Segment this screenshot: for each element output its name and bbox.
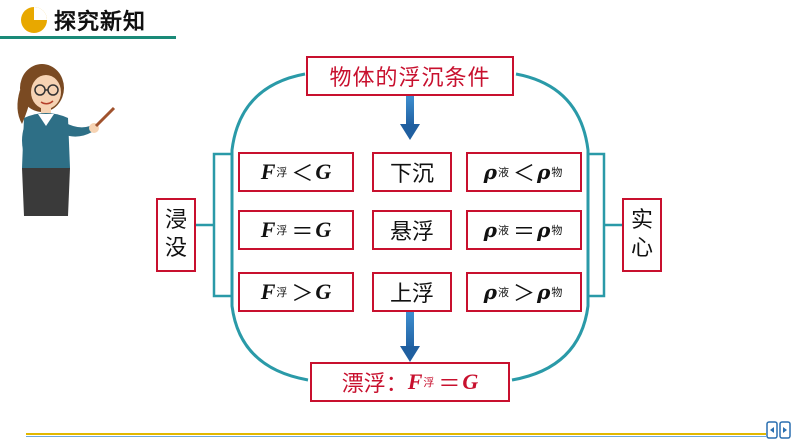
right-label-box: 实 心 [622,198,662,272]
right-curve [511,72,590,382]
footer-line [26,433,766,435]
left-label-box: 浸 没 [156,198,196,272]
right-label-char-1: 实 [630,208,653,233]
left-label-char-1: 浸 [164,208,187,233]
slide-nav-icon[interactable] [766,418,792,442]
pie-chart-icon [21,7,47,33]
right-label-char-2: 心 [630,236,653,261]
slide-header: 探究新知 [0,0,794,40]
footer-line-secondary [26,436,766,437]
down-arrow-icon-top [400,124,420,140]
left-curve [230,72,309,382]
diagram-title-box: 物体的浮沉条件 [306,56,514,96]
header-underline [0,36,176,39]
page-title: 探究新知 [54,10,147,35]
down-arrow-icon-bottom [400,346,420,362]
state-rise: 上浮 [372,272,452,312]
left-label-char-2: 没 [164,236,187,261]
state-suspend: 悬浮 [372,210,452,250]
teacher-illustration [17,64,116,216]
diagram-title: 物体的浮沉条件 [329,66,491,91]
state-sink: 下沉 [372,152,452,192]
